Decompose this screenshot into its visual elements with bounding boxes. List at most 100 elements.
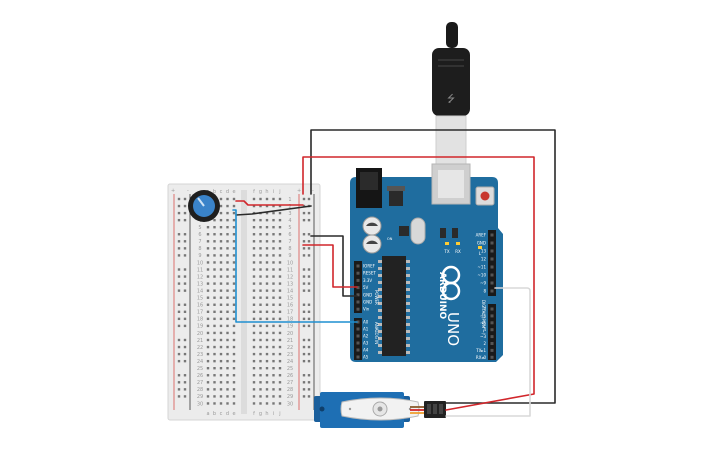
breadboard-hole[interactable] (278, 303, 282, 306)
rail-hole[interactable] (302, 345, 306, 349)
breadboard-hole[interactable] (219, 268, 223, 271)
breadboard-hole[interactable] (278, 402, 282, 405)
rail-hole[interactable] (307, 197, 311, 201)
header-pin[interactable] (490, 307, 494, 311)
breadboard-hole[interactable] (219, 226, 223, 229)
breadboard-hole[interactable] (213, 310, 216, 313)
wire-white-signal[interactable] (445, 287, 531, 417)
breadboard-hole[interactable] (213, 226, 216, 229)
breadboard-hole[interactable] (226, 310, 229, 313)
rail-hole[interactable] (183, 338, 187, 342)
header-pin[interactable] (356, 271, 360, 275)
breadboard-hole[interactable] (272, 303, 275, 306)
breadboard-hole[interactable] (213, 338, 216, 342)
breadboard-hole[interactable] (219, 395, 223, 398)
breadboard-hole[interactable] (252, 310, 256, 313)
breadboard-hole[interactable] (226, 218, 229, 222)
breadboard-hole[interactable] (219, 310, 223, 313)
breadboard-hole[interactable] (206, 247, 210, 250)
breadboard-hole[interactable] (213, 331, 216, 335)
rail-hole[interactable] (307, 317, 311, 321)
breadboard-hole[interactable] (232, 381, 236, 384)
rail-hole[interactable] (177, 381, 181, 384)
rail-hole[interactable] (307, 268, 311, 271)
rail-hole[interactable] (302, 211, 306, 215)
breadboard-hole[interactable] (259, 345, 262, 349)
rail-hole[interactable] (307, 345, 311, 349)
breadboard-hole[interactable] (272, 310, 275, 313)
rail-hole[interactable] (183, 381, 187, 384)
rail-hole[interactable] (177, 359, 181, 363)
breadboard-hole[interactable] (259, 204, 262, 208)
breadboard-hole[interactable] (278, 310, 282, 313)
breadboard-hole[interactable] (219, 352, 223, 356)
breadboard-hole[interactable] (232, 211, 236, 215)
rail-hole[interactable] (302, 374, 306, 377)
breadboard-hole[interactable] (226, 296, 229, 299)
rail-hole[interactable] (302, 218, 306, 222)
breadboard-hole[interactable] (265, 197, 269, 201)
breadboard-hole[interactable] (206, 402, 210, 405)
breadboard-hole[interactable] (259, 261, 262, 264)
breadboard-hole[interactable] (219, 388, 223, 391)
rail-hole[interactable] (302, 303, 306, 306)
header-pin[interactable] (490, 241, 494, 245)
breadboard-hole[interactable] (265, 331, 269, 335)
rail-hole[interactable] (302, 197, 306, 201)
breadboard-hole[interactable] (278, 197, 282, 201)
breadboard-hole[interactable] (232, 359, 236, 363)
breadboard-hole[interactable] (265, 211, 269, 215)
breadboard-hole[interactable] (206, 388, 210, 391)
rail-hole[interactable] (307, 374, 311, 377)
breadboard-hole[interactable] (278, 345, 282, 349)
breadboard-hole[interactable] (226, 388, 229, 391)
breadboard-hole[interactable] (219, 275, 223, 278)
breadboard-hole[interactable] (213, 352, 216, 356)
breadboard-hole[interactable] (265, 289, 269, 292)
header-pin[interactable] (490, 328, 494, 332)
breadboard-hole[interactable] (232, 240, 236, 243)
rail-hole[interactable] (302, 282, 306, 285)
rail-hole[interactable] (302, 388, 306, 391)
rail-hole[interactable] (307, 211, 311, 215)
header-pin[interactable] (490, 314, 494, 318)
rail-hole[interactable] (183, 268, 187, 271)
breadboard-hole[interactable] (272, 226, 275, 229)
rail-hole[interactable] (183, 233, 187, 236)
rail-hole[interactable] (177, 345, 181, 349)
breadboard-hole[interactable] (252, 218, 256, 222)
breadboard-hole[interactable] (219, 345, 223, 349)
breadboard-hole[interactable] (206, 296, 210, 299)
breadboard-hole[interactable] (219, 381, 223, 384)
breadboard-hole[interactable] (278, 204, 282, 208)
header-pin[interactable] (490, 355, 494, 359)
breadboard-hole[interactable] (206, 331, 210, 335)
breadboard-hole[interactable] (278, 268, 282, 271)
rail-hole[interactable] (177, 303, 181, 306)
breadboard-hole[interactable] (252, 303, 256, 306)
breadboard-hole[interactable] (252, 282, 256, 285)
breadboard-hole[interactable] (265, 395, 269, 398)
breadboard-hole[interactable] (226, 395, 229, 398)
breadboard-hole[interactable] (272, 275, 275, 278)
breadboard-hole[interactable] (219, 289, 223, 292)
breadboard-hole[interactable] (206, 240, 210, 243)
rail-hole[interactable] (307, 289, 311, 292)
breadboard-hole[interactable] (226, 247, 229, 250)
breadboard-hole[interactable] (226, 324, 229, 328)
breadboard-hole[interactable] (226, 226, 229, 229)
rail-hole[interactable] (302, 254, 306, 257)
breadboard-hole[interactable] (265, 402, 269, 405)
breadboard-hole[interactable] (259, 317, 262, 321)
breadboard-hole[interactable] (265, 268, 269, 271)
breadboard-hole[interactable] (252, 317, 256, 321)
breadboard-hole[interactable] (206, 268, 210, 271)
breadboard-hole[interactable] (213, 218, 216, 222)
rail-hole[interactable] (307, 233, 311, 236)
wire-blue-a0[interactable] (232, 209, 358, 323)
rail-hole[interactable] (183, 218, 187, 222)
rail-hole[interactable] (183, 317, 187, 321)
breadboard-hole[interactable] (232, 402, 236, 405)
header-pin[interactable] (490, 249, 494, 253)
rail-hole[interactable] (183, 289, 187, 292)
